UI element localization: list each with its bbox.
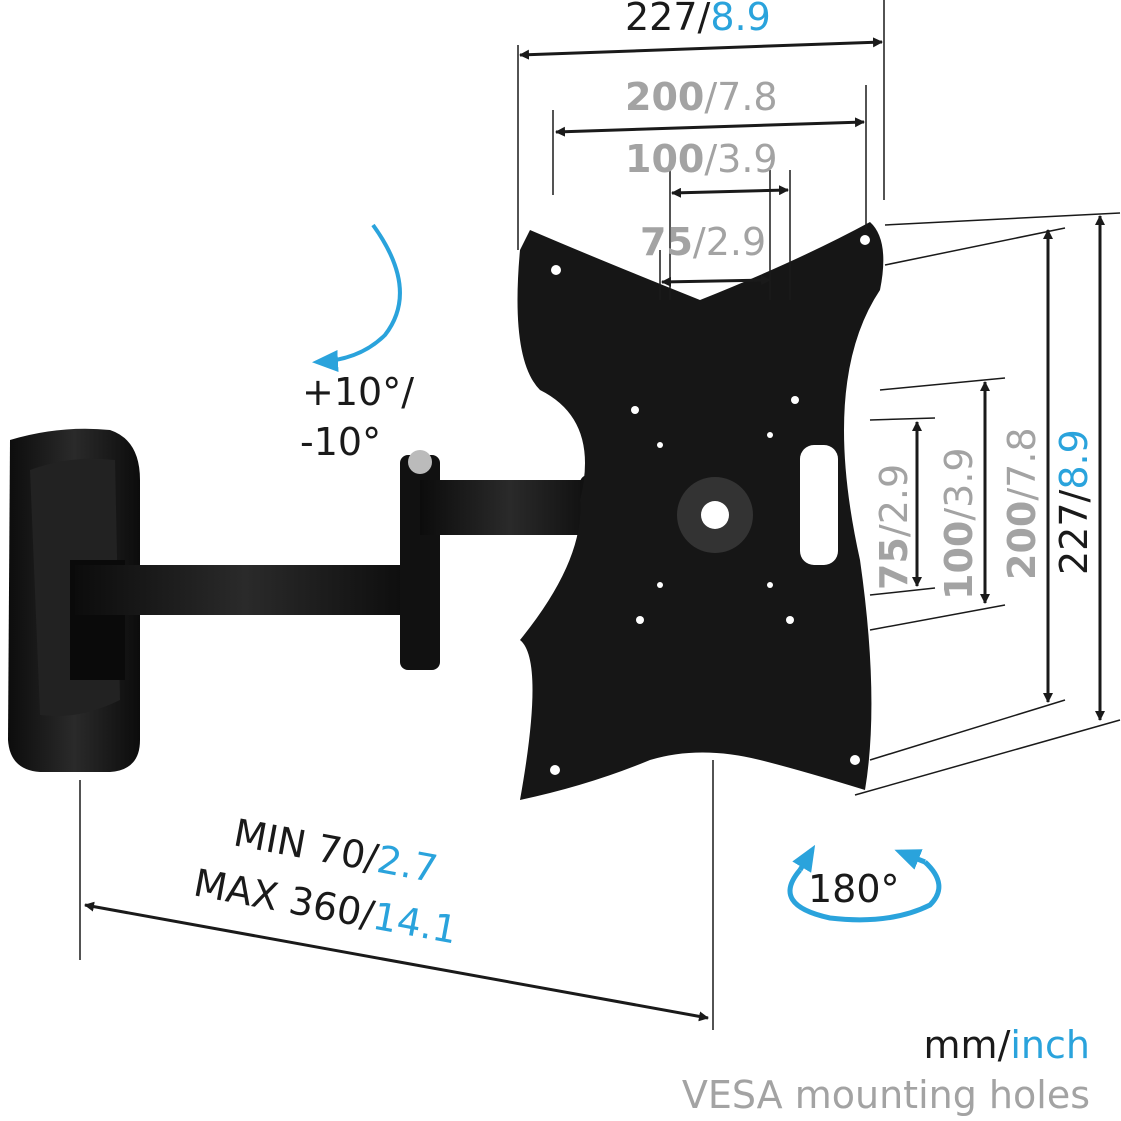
- right-227-label: 227/8.9: [1052, 429, 1096, 575]
- dim-arrow-75-top: [661, 275, 771, 287]
- vesa-plate: [517, 222, 884, 800]
- top-200-label: 200/7.8: [625, 75, 778, 119]
- right-75-label: 75/2.9: [872, 464, 916, 590]
- top-227-label: 227/8.9: [625, 0, 771, 39]
- right-extension-lines: [854, 212, 1121, 796]
- right-100-label: 100/3.9: [937, 447, 981, 600]
- dim-arrow-200-top: [555, 117, 865, 137]
- dim-arrow-100-top: [671, 185, 789, 198]
- top-extension-lines: [517, 0, 885, 300]
- vesa-legend: VESA mounting holes: [682, 1073, 1090, 1117]
- top-100-label: 100/3.9: [625, 137, 778, 181]
- rotation-arrow-icon: [787, 844, 942, 923]
- right-200-label: 200/7.8: [1000, 427, 1044, 580]
- tilt-label-line2: -10°: [300, 420, 381, 464]
- dim-arrow-depth: [84, 901, 709, 1022]
- rotation-label: 180°: [808, 867, 900, 911]
- top-75-label: 75/2.9: [640, 220, 766, 264]
- tilt-arrow-icon: [312, 223, 402, 373]
- tilt-label-line1: +10°/: [302, 370, 414, 414]
- unit-legend: mm/inch: [924, 1023, 1090, 1067]
- dim-arrow-227-top: [519, 37, 883, 60]
